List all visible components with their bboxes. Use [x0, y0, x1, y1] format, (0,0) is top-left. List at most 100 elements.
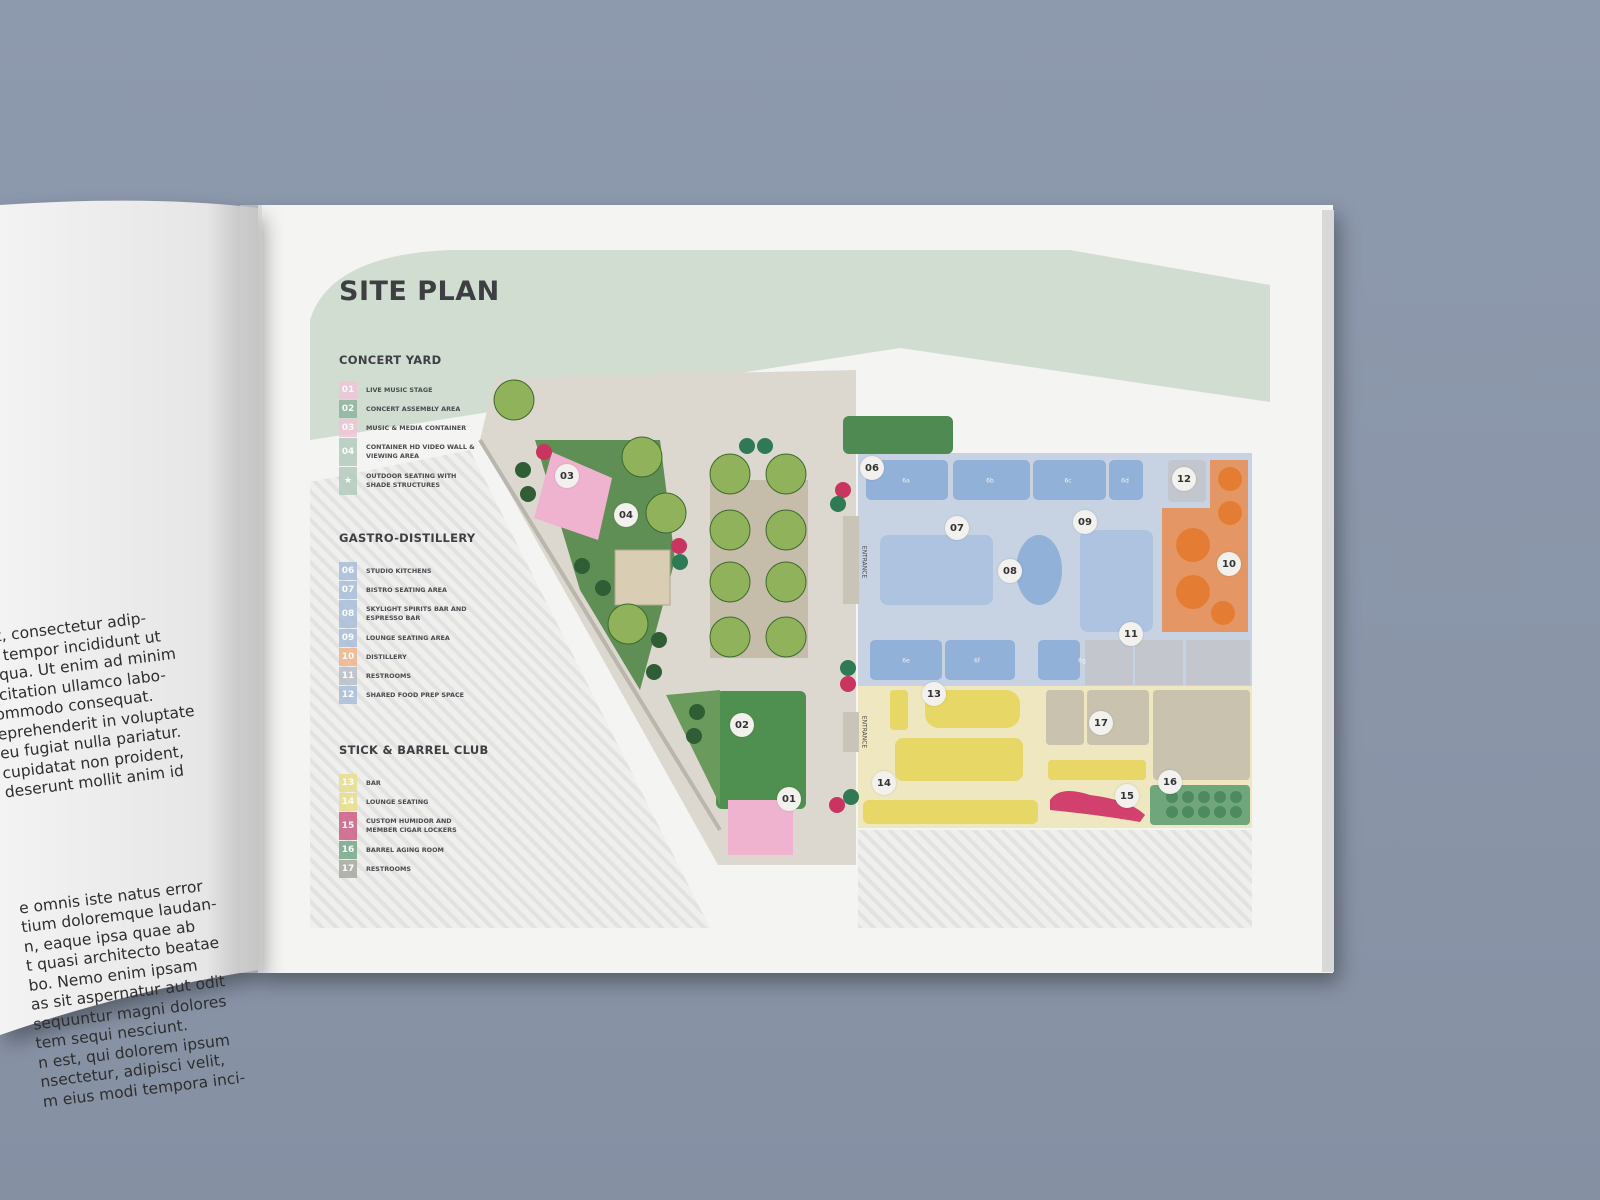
shrub-icon	[672, 554, 688, 570]
page-title: SITE PLAN	[339, 276, 500, 307]
map-marker-13[interactable]: 13	[922, 682, 946, 706]
tree-icon	[493, 379, 535, 421]
shrub-icon	[739, 438, 755, 454]
legend-label: CONTAINER HD VIDEO WALL & VIEWING AREA	[366, 443, 475, 460]
tree-icon	[621, 436, 663, 478]
legend-heading: GASTRO-DISTILLERY	[339, 531, 476, 545]
zone-label-6a: 6a	[902, 477, 910, 485]
barrel-icon	[1166, 791, 1178, 803]
legend-label: CONCERT ASSEMBLY AREA	[366, 405, 461, 413]
legend-swatch: 08	[339, 600, 357, 628]
legend-swatch: 10	[339, 648, 357, 666]
site-plan-map	[310, 250, 1270, 928]
barrel-icon	[1198, 806, 1210, 818]
map-marker-10[interactable]: 10	[1217, 552, 1241, 576]
map-marker-17[interactable]: 17	[1089, 711, 1113, 735]
legend-label: BISTRO SEATING AREA	[366, 586, 447, 594]
legend-label: DISTILLERY	[366, 653, 407, 661]
legend-swatch: 07	[339, 581, 357, 599]
legend-label: LIVE MUSIC STAGE	[366, 386, 433, 394]
barrel-icon	[1182, 791, 1194, 803]
barrel-icon	[1166, 806, 1178, 818]
legend-label: OUTDOOR SEATING WITH SHADE STRUCTURES	[366, 472, 457, 489]
map-marker-02[interactable]: 02	[730, 713, 754, 737]
map-marker-06[interactable]: 06	[860, 456, 884, 480]
tree-icon	[765, 453, 807, 495]
zone-label-6f: 6f	[974, 657, 980, 665]
legend-swatch: 09	[339, 629, 357, 647]
legend-label: SHARED FOOD PREP SPACE	[366, 691, 465, 699]
tree-icon	[709, 509, 751, 551]
legend-label: RESTROOMS	[366, 672, 411, 680]
legend-label: STUDIO KITCHENS	[366, 567, 432, 575]
shrub-icon	[574, 558, 590, 574]
legend-label: BAR	[366, 779, 381, 787]
shrub-icon	[843, 789, 859, 805]
legend-label: LOUNGE SEATING	[366, 798, 429, 806]
barrel-icon	[1230, 791, 1242, 803]
shrub-icon	[595, 580, 611, 596]
map-marker-01[interactable]: 01	[777, 787, 801, 811]
tree-icon	[765, 561, 807, 603]
barrel-icon	[1198, 791, 1210, 803]
shrub-icon	[689, 704, 705, 720]
map-marker-11[interactable]: 11	[1119, 622, 1143, 646]
tree-icon	[709, 561, 751, 603]
map-marker-07[interactable]: 07	[945, 516, 969, 540]
tree-icon	[765, 509, 807, 551]
map-marker-14[interactable]: 14	[872, 771, 896, 795]
legend-swatch: 01	[339, 381, 357, 399]
tree-icon	[607, 603, 649, 645]
zone-label-6g: 6g	[1078, 657, 1086, 665]
legend-heading: CONCERT YARD	[339, 353, 442, 367]
shrub-icon	[671, 538, 687, 554]
entrance-label: ENTRANCE	[860, 545, 868, 579]
shrub-icon	[520, 486, 536, 502]
tree-icon	[765, 616, 807, 658]
paragraph-1: et, consectetur adip-d tempor incididunt…	[0, 599, 244, 802]
legend-label: MUSIC & MEDIA CONTAINER	[366, 424, 467, 432]
legend-label: SKYLIGHT SPIRITS BAR AND ESPRESSO BAR	[366, 605, 467, 622]
left-page	[0, 200, 258, 1036]
zone-label-6b: 6b	[986, 477, 994, 485]
tree-icon	[709, 616, 751, 658]
map-marker-03[interactable]: 03	[555, 464, 579, 488]
shrub-icon	[646, 664, 662, 680]
barrel-icon	[1182, 806, 1194, 818]
map-marker-15[interactable]: 15	[1115, 784, 1139, 808]
zone-label-6d: 6d	[1121, 477, 1129, 485]
barrel-icon	[1214, 791, 1226, 803]
shrub-icon	[840, 676, 856, 692]
shrub-icon	[686, 728, 702, 744]
legend-swatch: 11	[339, 667, 357, 685]
legend-swatch: 16	[339, 841, 357, 859]
map-marker-04[interactable]: 04	[614, 503, 638, 527]
zone-label-6c: 6c	[1064, 477, 1072, 485]
map-marker-08[interactable]: 08	[998, 559, 1022, 583]
shrub-icon	[835, 482, 851, 498]
barrel-icon	[1230, 806, 1242, 818]
legend-swatch: ★	[339, 467, 357, 495]
shrub-icon	[840, 660, 856, 676]
legend-label: RESTROOMS	[366, 865, 411, 873]
legend-label: LOUNGE SEATING AREA	[366, 634, 450, 642]
map-marker-09[interactable]: 09	[1073, 510, 1097, 534]
shrub-icon	[515, 462, 531, 478]
legend-swatch: 12	[339, 686, 357, 704]
legend-swatch: 06	[339, 562, 357, 580]
barrel-icon	[1214, 806, 1226, 818]
legend-swatch: 15	[339, 812, 357, 840]
map-marker-16[interactable]: 16	[1158, 770, 1182, 794]
legend-swatch: 17	[339, 860, 357, 878]
legend-label: CUSTOM HUMIDOR AND MEMBER CIGAR LOCKERS	[366, 817, 457, 834]
shrub-icon	[651, 632, 667, 648]
map-marker-12[interactable]: 12	[1172, 467, 1196, 491]
legend-swatch: 02	[339, 400, 357, 418]
entrance-label: ENTRANCE	[860, 715, 868, 749]
zone-label-6e: 6e	[902, 657, 910, 665]
legend-heading: STICK & BARREL CLUB	[339, 743, 489, 757]
shrub-icon	[830, 496, 846, 512]
legend-label: BARREL AGING ROOM	[366, 846, 444, 854]
